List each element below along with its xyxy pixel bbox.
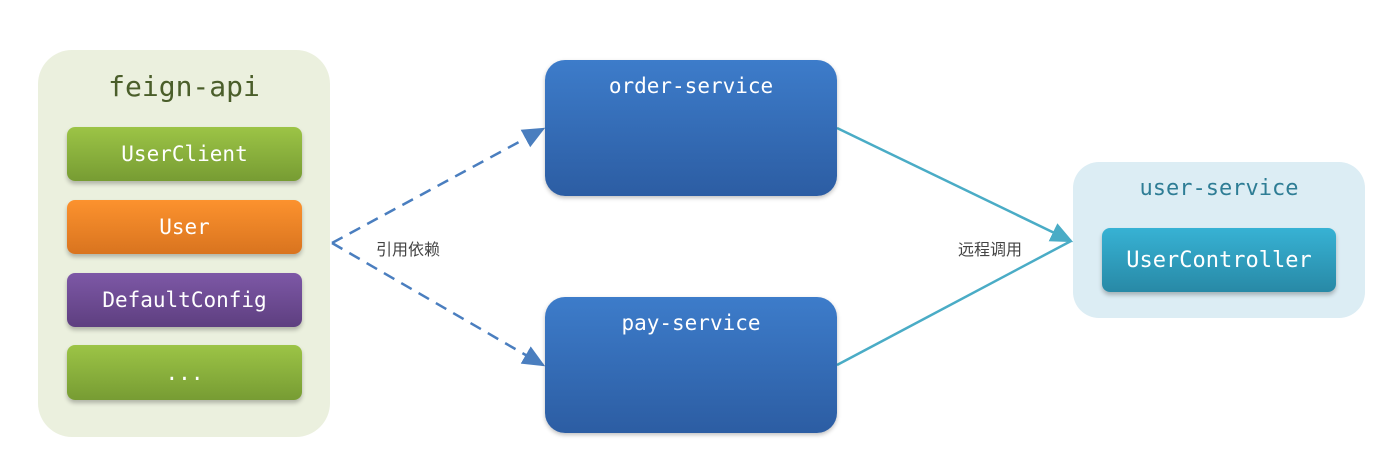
order-service-box[interactable]: order-service	[545, 60, 837, 196]
user-controller-item[interactable]: UserController	[1102, 228, 1336, 292]
pay-service-box[interactable]: pay-service	[545, 297, 837, 433]
pay-service-label: pay-service	[621, 311, 761, 335]
dependency-label: 引用依赖	[376, 240, 441, 259]
feign-api-title: feign-api	[108, 70, 260, 103]
remote-call-arrow-order	[836, 126, 1074, 243]
user-item[interactable]: User	[67, 200, 302, 254]
more-item[interactable]: ...	[67, 345, 302, 400]
remote-call-label: 远程调用	[958, 240, 1023, 259]
dependency-arrow-order	[331, 127, 546, 245]
remote-call-arrow-pay	[836, 239, 1072, 367]
order-service-label: order-service	[608, 74, 774, 98]
user-client-item[interactable]: UserClient	[67, 127, 302, 181]
default-config-item[interactable]: DefaultConfig	[67, 273, 302, 327]
dependency-arrow-pay	[331, 241, 546, 367]
user-service-title: user-service	[1139, 176, 1299, 201]
